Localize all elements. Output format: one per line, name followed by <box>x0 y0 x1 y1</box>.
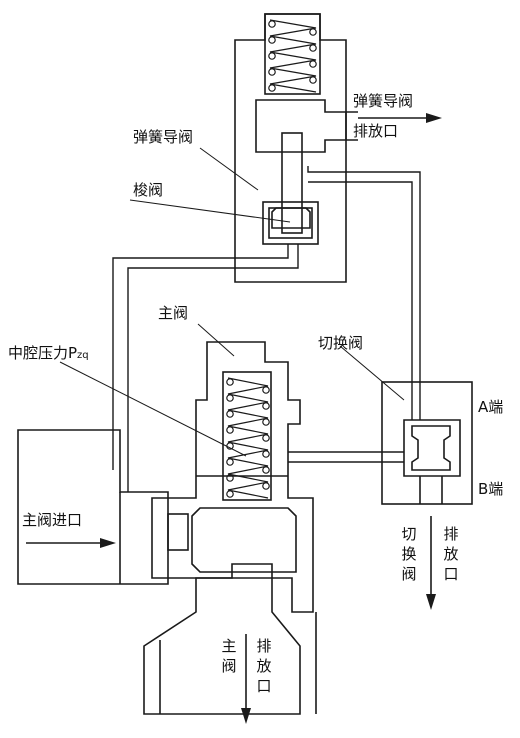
switch-exhaust-arrow <box>426 516 436 610</box>
label-switch-exhaust-left: 切换阀 <box>401 525 417 583</box>
inlet-arrow <box>26 538 116 548</box>
main-valve-inlet-flange <box>167 513 189 551</box>
leader-spring-pilot <box>199 147 259 191</box>
main-exhaust-body <box>143 577 301 715</box>
pilot-feed-pipe <box>112 244 299 492</box>
label-port-b: B端 <box>478 480 504 498</box>
label-main-exhaust-left: 主阀 <box>221 637 237 675</box>
main-spring-icon <box>226 377 270 499</box>
pilot-to-switch-pipe <box>307 166 421 420</box>
label-switch-valve: 切换阀 <box>318 334 364 352</box>
midcavity-to-switch-pipe <box>288 451 404 463</box>
arrows <box>26 113 442 724</box>
label-pilot-exhaust-line1: 弹簧导阀 <box>353 92 414 110</box>
switch-valve-body <box>381 381 473 505</box>
leader-midcavity <box>59 361 247 457</box>
pilot-spring-icon <box>268 19 317 93</box>
label-main-valve-inlet: 主阀进口 <box>22 511 83 529</box>
label-mid-cavity-pressure: 中腔压力Pzq <box>8 344 89 362</box>
label-main-valve: 主阀 <box>158 304 189 322</box>
pilot-exhaust-port <box>346 111 358 141</box>
pilot-exhaust-arrow <box>358 113 442 123</box>
leader-main <box>197 323 235 357</box>
switch-valve-cavity <box>403 419 461 477</box>
pilot-stem <box>281 132 303 234</box>
shuttle-valve-spool <box>271 207 311 229</box>
main-valve-inlet-body <box>17 429 169 585</box>
switch-valve-exhaust-port <box>419 476 443 504</box>
main-exhaust-flange <box>159 612 317 714</box>
label-pilot-exhaust-line2: 排放口 <box>353 122 399 140</box>
pilot-valve-body <box>234 13 347 283</box>
main-valve-piston <box>191 507 297 573</box>
label-switch-exhaust-right: 排放口 <box>443 525 459 583</box>
leader-spool <box>129 199 291 223</box>
main-exhaust-arrow <box>241 634 251 724</box>
pilot-spring-chamber <box>264 13 321 95</box>
leader-switch <box>339 345 405 401</box>
switch-valve-spool <box>411 425 451 471</box>
main-valve-spring-chamber <box>222 371 272 501</box>
label-main-exhaust-right: 排放口 <box>256 637 272 695</box>
shuttle-valve-housing <box>262 201 319 245</box>
label-spool-valve: 梭阀 <box>133 181 164 199</box>
label-spring-pilot-valve: 弹簧导阀 <box>133 128 194 146</box>
main-valve-bonnet <box>151 341 314 613</box>
label-port-a: A端 <box>478 398 504 416</box>
pilot-piston <box>255 99 347 153</box>
